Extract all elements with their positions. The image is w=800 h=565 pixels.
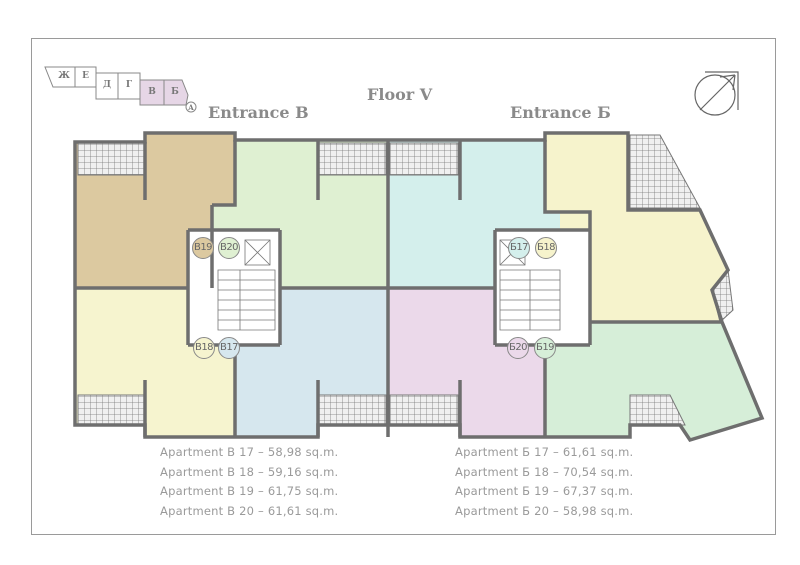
area-b19: Apartment Б 19 – 67,37 sq.m. bbox=[455, 484, 634, 499]
entrance-b-label: Entrance Б bbox=[510, 103, 611, 122]
stairs bbox=[217, 239, 561, 331]
floor-title: Floor V bbox=[367, 85, 433, 104]
area-b20: Apartment Б 20 – 58,98 sq.m. bbox=[455, 504, 634, 519]
apartment-v20-area bbox=[212, 140, 388, 288]
section-d: Д bbox=[102, 80, 111, 90]
section-b: Б bbox=[171, 87, 179, 97]
section-v: В bbox=[148, 87, 156, 97]
apartment-label-b19[interactable]: Б19 bbox=[534, 337, 556, 359]
apartment-b19-area bbox=[545, 322, 762, 440]
area-list-v: Apartment В 17 – 58,98 sq.m. Apartment В… bbox=[160, 443, 338, 522]
area-v18: Apartment В 18 – 59,16 sq.m. bbox=[160, 464, 339, 479]
walls bbox=[73, 131, 765, 443]
apartment-label-b20[interactable]: Б20 bbox=[507, 337, 529, 359]
section-e: Е bbox=[82, 71, 89, 81]
apartment-label-b17[interactable]: Б17 bbox=[508, 237, 530, 259]
apartment-label-v20[interactable]: В20 bbox=[218, 237, 240, 259]
area-v20: Apartment В 20 – 61,61 sq.m. bbox=[160, 504, 339, 519]
section-a-marker: А bbox=[188, 103, 194, 112]
area-b17: Apartment Б 17 – 61,61 sq.m. bbox=[455, 445, 634, 459]
section-g: Г bbox=[125, 80, 133, 90]
apartment-label-b18[interactable]: Б18 bbox=[535, 237, 557, 259]
apartment-label-v18[interactable]: В18 bbox=[193, 337, 215, 359]
section-zh: Ж bbox=[58, 71, 70, 81]
area-v19: Apartment В 19 – 61,75 sq.m. bbox=[160, 484, 339, 499]
north-arrow-icon bbox=[694, 71, 739, 116]
balconies bbox=[77, 134, 734, 426]
area-v17: Apartment В 17 – 58,98 sq.m. bbox=[160, 445, 339, 459]
drawing-frame bbox=[31, 38, 776, 535]
section-map bbox=[44, 66, 197, 113]
apartment-label-v17[interactable]: В17 bbox=[218, 337, 240, 359]
area-list-b: Apartment Б 17 – 61,61 sq.m. Apartment Б… bbox=[455, 443, 633, 522]
apartment-label-v19[interactable]: В19 bbox=[192, 237, 214, 259]
entrance-v-label: Entrance В bbox=[208, 103, 309, 122]
apartment-b17-area bbox=[388, 140, 560, 288]
area-b18: Apartment Б 18 – 70,54 sq.m. bbox=[455, 464, 634, 479]
